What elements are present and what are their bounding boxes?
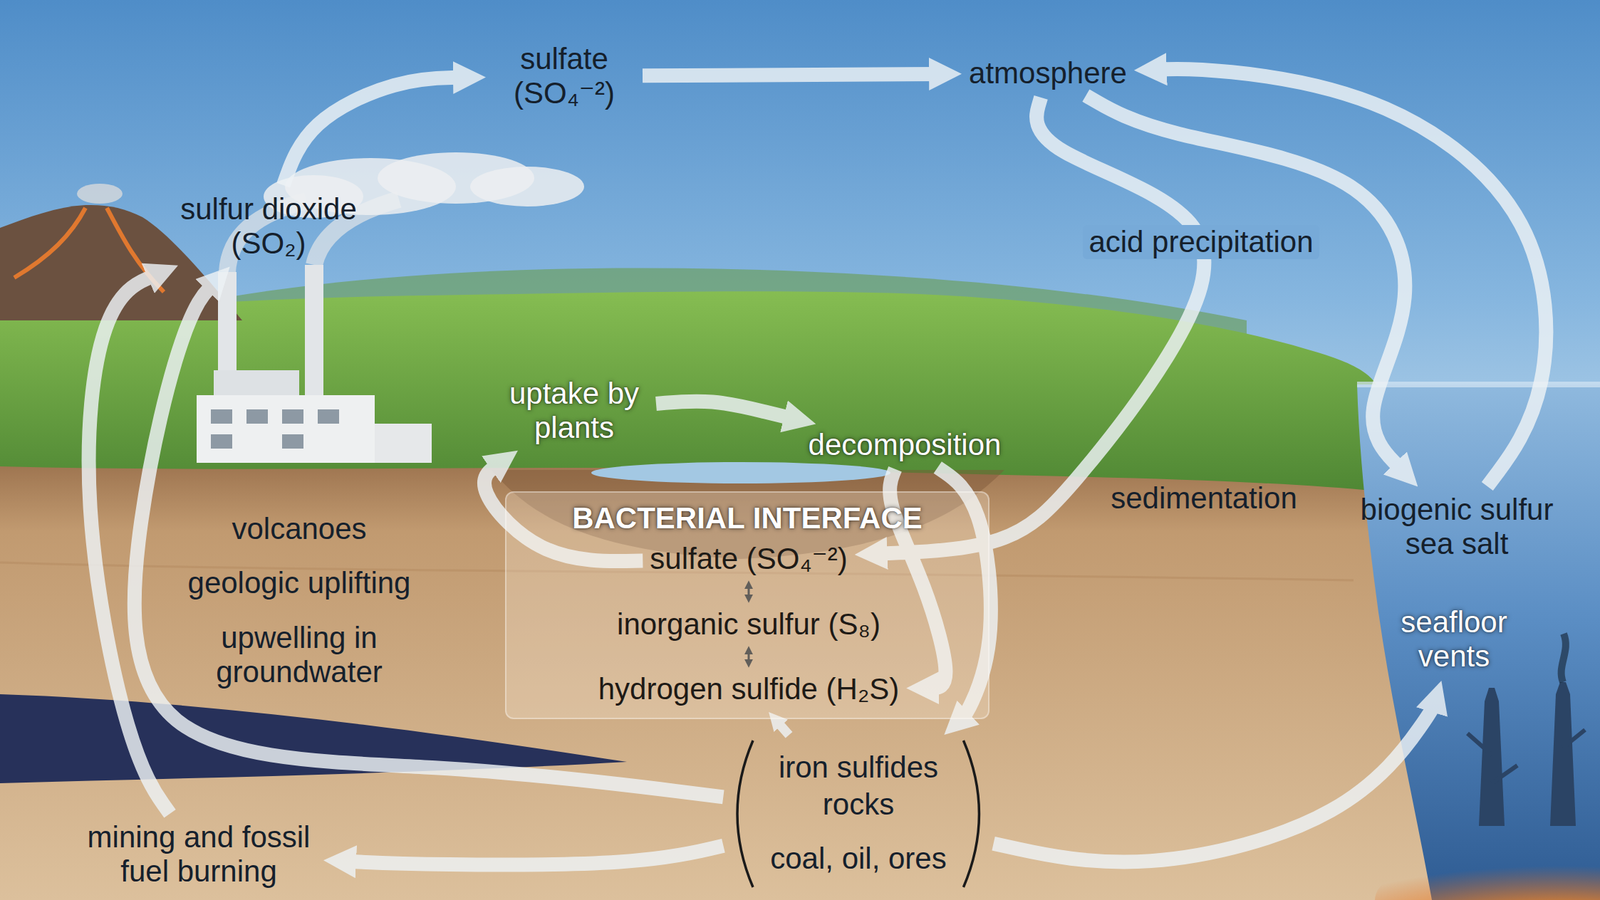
label-text: coal, oil, ores	[770, 842, 947, 877]
label-text: rocks	[822, 787, 895, 823]
window	[282, 434, 304, 449]
vent-branch	[1562, 730, 1586, 748]
label-text: sulfate (SO₄⁻²)	[649, 542, 848, 577]
flow-arrow	[656, 401, 794, 419]
compound-label: hydrogen sulfide (H₂S)	[595, 669, 903, 710]
compound-label: sulfur dioxide (SO₂)	[158, 189, 379, 265]
vent-branch	[1467, 733, 1518, 784]
label-text: seafloor vents	[1382, 605, 1526, 675]
process-label: upwelling in groundwater	[199, 621, 399, 691]
compound-label: sulfate (SO₄⁻²)	[490, 39, 639, 114]
power-plant	[196, 265, 432, 464]
process-label: uptake by plants	[496, 373, 652, 449]
source-label: seafloor vents	[1379, 602, 1529, 678]
process-label: volcanoes	[231, 512, 367, 547]
box-heading: BACTERIAL INTERFACE	[572, 501, 923, 536]
process-label: decomposition	[805, 425, 1005, 466]
compound-label: inorganic sulfur (S₈)	[614, 604, 884, 645]
soil	[0, 466, 1600, 900]
interface-box: sulfate (SO₄⁻²) inorganic sulfur (S₈) hydr…	[505, 491, 990, 720]
process-label: mining and fossil fuel burning	[78, 817, 320, 893]
reservoir-label: atmosphere	[965, 53, 1130, 94]
process-label: geologic uplifting	[188, 566, 412, 601]
flow-arrow	[283, 77, 464, 186]
vent-smoke	[1561, 634, 1566, 683]
flow-arrow	[89, 274, 171, 814]
source-label: biogenic sulfur sea salt	[1347, 490, 1567, 565]
reservoir-bracket: iron sulfidesrocks coal, oil, ores	[727, 738, 989, 891]
label-text: decomposition	[808, 428, 1002, 463]
compound-label: sulfate (SO₄⁻²)	[646, 539, 850, 580]
flow-arrow	[346, 846, 724, 866]
edge-label: acid precipitation	[1082, 225, 1319, 260]
window	[282, 409, 304, 424]
flow-arrow	[1156, 69, 1546, 487]
magma	[1374, 843, 1600, 900]
label-text: sulfur dioxide (SO₂)	[161, 192, 376, 262]
plant-building	[196, 395, 375, 464]
flow-arrow	[777, 722, 789, 736]
label-text: biogenic sulfur sea salt	[1349, 492, 1564, 563]
plant-building	[213, 370, 300, 399]
lava-stream	[14, 208, 86, 278]
vent-chimney	[1478, 688, 1505, 827]
window	[210, 434, 233, 449]
green-hill	[0, 291, 1379, 499]
vent-chimney	[1550, 682, 1576, 827]
label-text: hydrogen sulfide (H₂S)	[598, 672, 900, 707]
window	[246, 409, 268, 424]
parenthesis	[737, 740, 753, 888]
window	[317, 409, 340, 424]
parenthesis	[963, 740, 980, 888]
smoke-cloud	[470, 166, 585, 207]
window	[210, 409, 233, 424]
process-label: sedimentation	[1110, 481, 1298, 516]
label-text: iron sulfides	[778, 750, 939, 786]
lake	[591, 462, 891, 484]
plant-building	[374, 423, 432, 464]
label-text: atmosphere	[968, 56, 1127, 91]
volcano-plume	[76, 183, 123, 204]
flow-arrow	[642, 74, 939, 76]
flow-arrows	[89, 69, 1547, 866]
label-text: uptake by plants	[499, 376, 649, 446]
label-text: mining and fossil fuel burning	[81, 820, 317, 890]
label-text: inorganic sulfur (S₈)	[616, 607, 881, 642]
label-text: sulfate (SO₄⁻²)	[492, 42, 636, 112]
sea-surface	[1357, 381, 1600, 388]
flow-arrow	[993, 703, 1435, 863]
